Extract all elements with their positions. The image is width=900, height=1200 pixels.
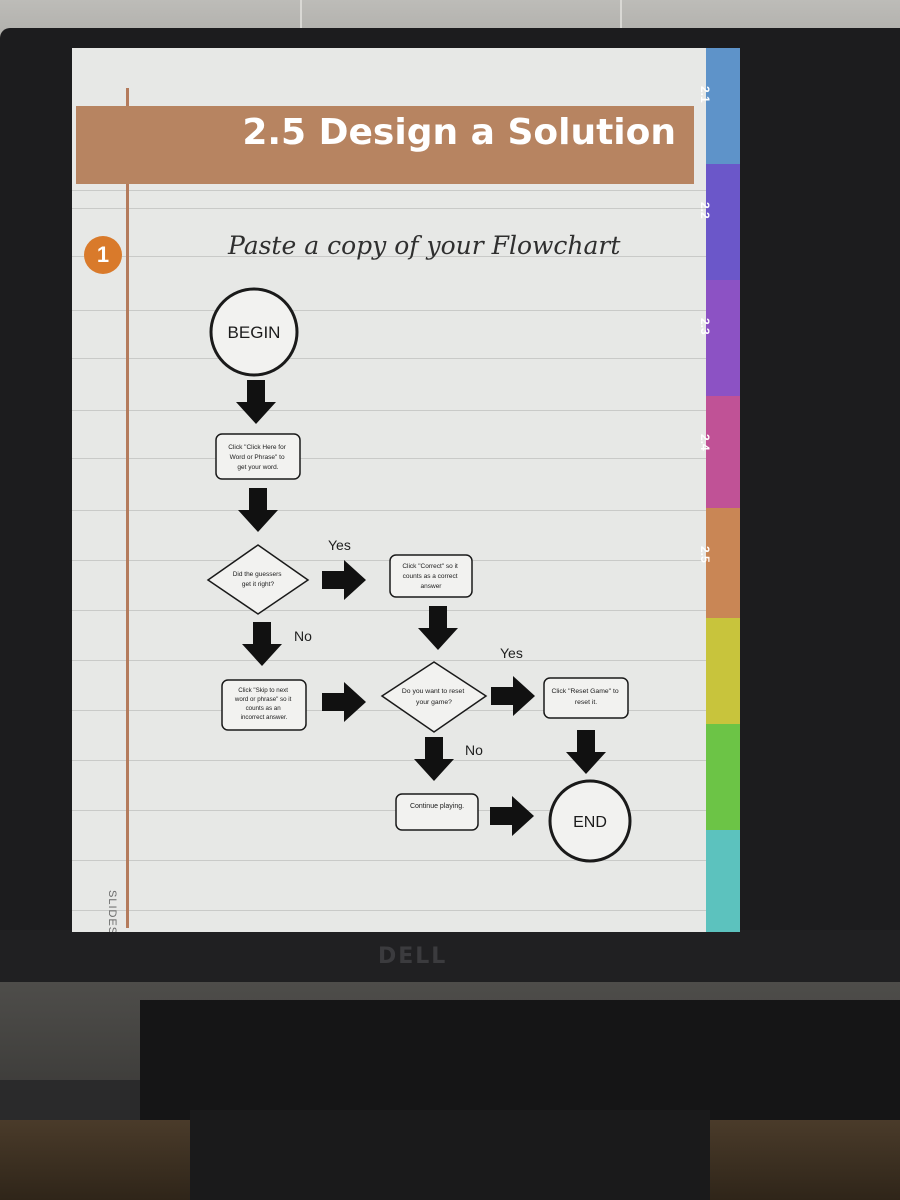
begin-label: BEGIN: [228, 323, 281, 342]
arrow-right-continue: [490, 796, 534, 836]
tab-2-2[interactable]: 2.2: [698, 164, 740, 280]
flowchart: BEGIN Click "Click Here for Word or Phra…: [206, 287, 632, 863]
reset-line: reset it.: [575, 699, 597, 706]
begin-terminal: BEGIN: [209, 287, 299, 377]
continue-box: Continue playing.: [395, 793, 479, 831]
arrow-down-no-1: [242, 622, 282, 666]
decision-reset-diamond: Do you want to reset your game?: [380, 661, 488, 733]
get-word-line: Click "Click Here for: [228, 444, 286, 451]
monitor-chin: [0, 930, 900, 982]
yes-label-1: Yes: [328, 537, 351, 553]
correct-line: Click "Correct" so it: [402, 563, 458, 570]
decision-right-line: Did the guessers: [233, 571, 283, 578]
tab-6[interactable]: [706, 618, 740, 724]
svg-text:Do you want to reset y: Do you want to reset your game?: [402, 688, 466, 706]
margin-line: [126, 88, 129, 928]
slide-subtitle: Paste a copy of your Flowchart: [228, 231, 621, 260]
monitor-stand-neck: [190, 1110, 710, 1200]
slide-title: 2.5 Design a Solution: [242, 112, 676, 153]
end-terminal: END: [548, 779, 632, 863]
tab-2-4[interactable]: 2.4: [698, 396, 740, 508]
skip-line: Click "Skip to next: [238, 687, 288, 694]
get-word-line: get your word.: [237, 464, 278, 471]
title-band: 2.5 Design a Solution: [76, 106, 694, 184]
monitor-brand-logo: DELL: [378, 944, 448, 969]
correct-line: counts as a correct: [403, 573, 458, 580]
arrow-right-yes-1: [322, 560, 366, 600]
tab-2-3[interactable]: 2.3: [698, 280, 740, 396]
correct-line: answer: [421, 583, 443, 590]
no-label-2: No: [465, 742, 483, 758]
get-word-line: Word or Phrase" to: [230, 454, 285, 461]
tab-2-1[interactable]: 2.1: [698, 48, 740, 164]
yes-label-2: Yes: [500, 645, 523, 661]
svg-text:Click "Skip to next wo: Click "Skip to next word or phrase" so i…: [234, 687, 293, 721]
svg-text:Did the guessers get i: Did the guessers get it right?: [233, 571, 284, 588]
correct-box: Click "Correct" so it counts as a correc…: [389, 554, 473, 598]
arrow-right-yes-2: [491, 676, 535, 716]
svg-text:Click "Reset Game" to: Click "Reset Game" to reset it.: [551, 688, 620, 706]
skip-box: Click "Skip to next word or phrase" so i…: [221, 679, 307, 731]
decision-reset-line: Do you want to reset: [402, 688, 464, 695]
decision-reset-line: your game?: [416, 699, 452, 706]
arrow-down-no-2: [414, 737, 454, 781]
arrow-right-skip: [322, 682, 366, 722]
step-number-badge: 1: [84, 236, 122, 274]
no-label-1: No: [294, 628, 312, 644]
reset-box: Click "Reset Game" to reset it.: [543, 677, 629, 719]
tab-2-5[interactable]: 2.5: [698, 508, 740, 618]
reset-line: Click "Reset Game" to: [551, 688, 618, 695]
monitor-stand-base: [140, 1000, 900, 1120]
arrow-down-1: [236, 380, 276, 424]
skip-line: counts as an: [246, 705, 282, 712]
arrow-down-2: [238, 488, 278, 532]
svg-text:Click "Click Here for: Click "Click Here for Word or Phrase" to…: [228, 444, 287, 471]
decision-right-diamond: Did the guessers get it right?: [206, 544, 310, 615]
section-tabs: 2.1 2.2 2.3 2.4 2.5: [698, 48, 740, 932]
skip-line: incorrect answer.: [241, 714, 288, 721]
decision-right-line: get it right?: [242, 581, 275, 588]
skip-line: word or phrase" so it: [234, 696, 292, 703]
get-word-box: Click "Click Here for Word or Phrase" to…: [215, 433, 301, 480]
arrow-down-correct: [418, 606, 458, 650]
end-label: END: [573, 814, 607, 831]
arrow-down-reset: [566, 730, 606, 774]
tab-8[interactable]: [706, 830, 740, 932]
svg-text:Click "Correct" so it: Click "Correct" so it counts as a correc…: [402, 563, 459, 590]
slide-page: 2.5 Design a Solution 1 Paste a copy of …: [72, 48, 708, 932]
tab-7[interactable]: [706, 724, 740, 830]
continue-label: Continue playing.: [410, 803, 464, 810]
